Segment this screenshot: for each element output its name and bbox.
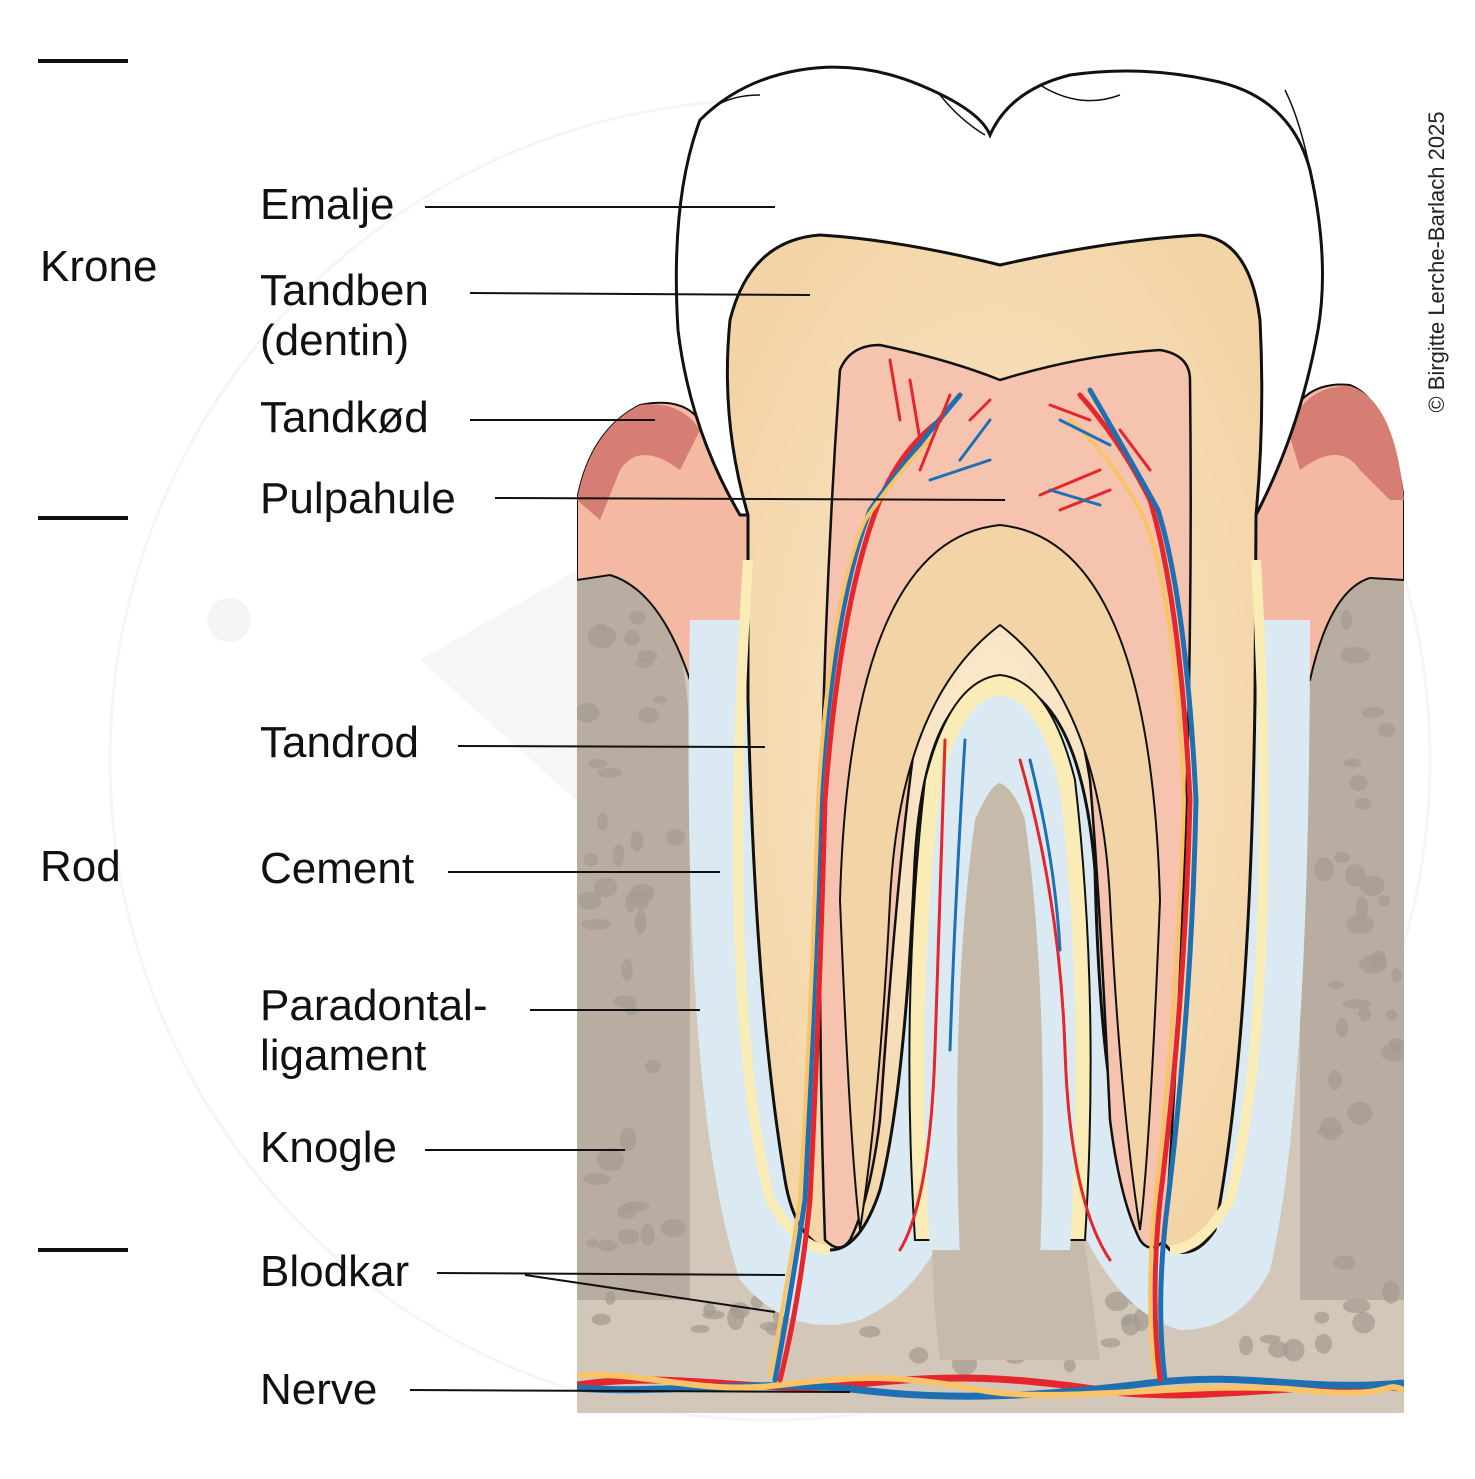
bone-pore — [640, 1224, 656, 1246]
bone-pore — [1385, 1009, 1398, 1021]
label-root: Tandrod — [260, 718, 420, 767]
label-bone: Knogle — [260, 1123, 398, 1172]
bone-pore — [593, 877, 618, 898]
bone-pore — [629, 610, 646, 625]
bone-pore — [1343, 758, 1362, 768]
nerve-bottom — [577, 1371, 1404, 1398]
bone-pore — [1346, 914, 1375, 934]
bone-pore — [1354, 797, 1372, 810]
bone-pore — [619, 1127, 637, 1151]
pulp-cavity — [818, 343, 1192, 1249]
label-periodontal: Paradontal- — [260, 981, 488, 1030]
label-enamel: Emalje — [260, 180, 395, 229]
label-nerve: Nerve — [260, 1365, 378, 1414]
label-blood-vessels: Blodkar — [260, 1247, 410, 1296]
bone-pore — [612, 844, 625, 867]
label-periodontal-sub: ligament — [260, 1031, 427, 1080]
section-label-crown: Krone — [40, 242, 158, 291]
bone-pore — [1356, 896, 1369, 919]
bone-pore — [1340, 610, 1353, 631]
bone-pore — [1063, 1358, 1076, 1373]
bone-pore — [666, 829, 686, 846]
bone-pore — [645, 1059, 661, 1074]
bone-pore — [1344, 864, 1366, 887]
bone-pore — [1340, 646, 1370, 664]
bone-pore — [1259, 1334, 1281, 1344]
bone-pore — [1333, 1255, 1356, 1270]
bone-pore — [1283, 1338, 1305, 1362]
bone-pore — [577, 891, 602, 911]
bone-pore — [597, 767, 623, 778]
bone-pore — [638, 707, 660, 724]
label-pulp-cavity: Pulpahule — [260, 474, 456, 523]
bone-pore — [1239, 1335, 1254, 1356]
bone-pore — [653, 695, 667, 704]
bone-pore — [586, 1238, 599, 1248]
bone-pore — [625, 892, 636, 913]
bone-pore — [630, 831, 644, 852]
bone-pore — [1342, 999, 1371, 1009]
bone-pore — [909, 1347, 929, 1364]
bone-pore — [1371, 950, 1386, 969]
bone-pore — [1359, 875, 1385, 896]
bone-pore — [581, 918, 612, 930]
bone-pore — [595, 623, 607, 632]
bone-pore — [1358, 1006, 1371, 1022]
bone-pore — [597, 1239, 618, 1252]
label-dentin: Tandben — [260, 266, 429, 315]
bone-pore — [1105, 1291, 1129, 1312]
bone-pore — [1377, 722, 1395, 738]
bone-pore — [597, 813, 608, 831]
bone-pore — [617, 1229, 640, 1245]
bone-pore — [1327, 1070, 1343, 1090]
bone-pore — [597, 1147, 625, 1172]
leader-lines — [409, 206, 1006, 1393]
bone-pore — [582, 1172, 611, 1186]
bone-pore — [583, 853, 599, 867]
bone-pore — [587, 624, 617, 649]
bone-pore — [1349, 774, 1368, 792]
bone-pore — [622, 1201, 650, 1212]
bone-pore — [859, 1326, 881, 1338]
section-label-root: Rod — [40, 842, 121, 891]
bone-pore — [1352, 1312, 1375, 1334]
bone-pore — [660, 1218, 686, 1238]
bone-pore — [1121, 1313, 1141, 1336]
bone-pore — [1327, 981, 1345, 990]
label-cement: Cement — [260, 844, 415, 893]
bone-pore — [634, 910, 647, 934]
bone-pore — [1388, 1038, 1404, 1052]
bone-pore — [1342, 1298, 1371, 1314]
bone-pore — [1314, 1311, 1330, 1324]
bone-pore — [1346, 1101, 1373, 1125]
bone-pore — [605, 1291, 616, 1306]
bone-pore — [1382, 1280, 1400, 1304]
bone-pore — [1267, 1341, 1289, 1358]
label-gum: Tandkød — [260, 393, 429, 442]
bone-pore — [1378, 895, 1391, 907]
bone-pore — [635, 658, 654, 668]
bone-pore — [1360, 707, 1385, 718]
copyright-text: © Birgitte Lerche-Barlach 2025 — [1424, 111, 1449, 413]
bone-pore — [1319, 1116, 1342, 1141]
artery-bottom — [577, 1374, 1404, 1399]
bone-pore — [629, 884, 655, 903]
bone-pore — [1333, 852, 1351, 863]
bone-pore — [1100, 1338, 1121, 1348]
bone-pore — [621, 958, 633, 981]
bone-pore — [591, 1313, 611, 1326]
bone-pore — [577, 703, 600, 723]
bone-pore — [1335, 1017, 1349, 1038]
bone-pore — [1314, 857, 1334, 882]
bone-pore — [703, 1303, 716, 1317]
label-dentin-sub: (dentin) — [260, 316, 410, 365]
bone-pore — [1391, 968, 1403, 983]
bone-pore — [624, 630, 640, 646]
bone-pore — [1314, 1333, 1333, 1354]
bone-pore — [613, 995, 637, 1008]
blood-vessels — [768, 358, 1199, 1383]
bone-pore — [690, 1324, 710, 1334]
bone-pore — [588, 758, 608, 769]
